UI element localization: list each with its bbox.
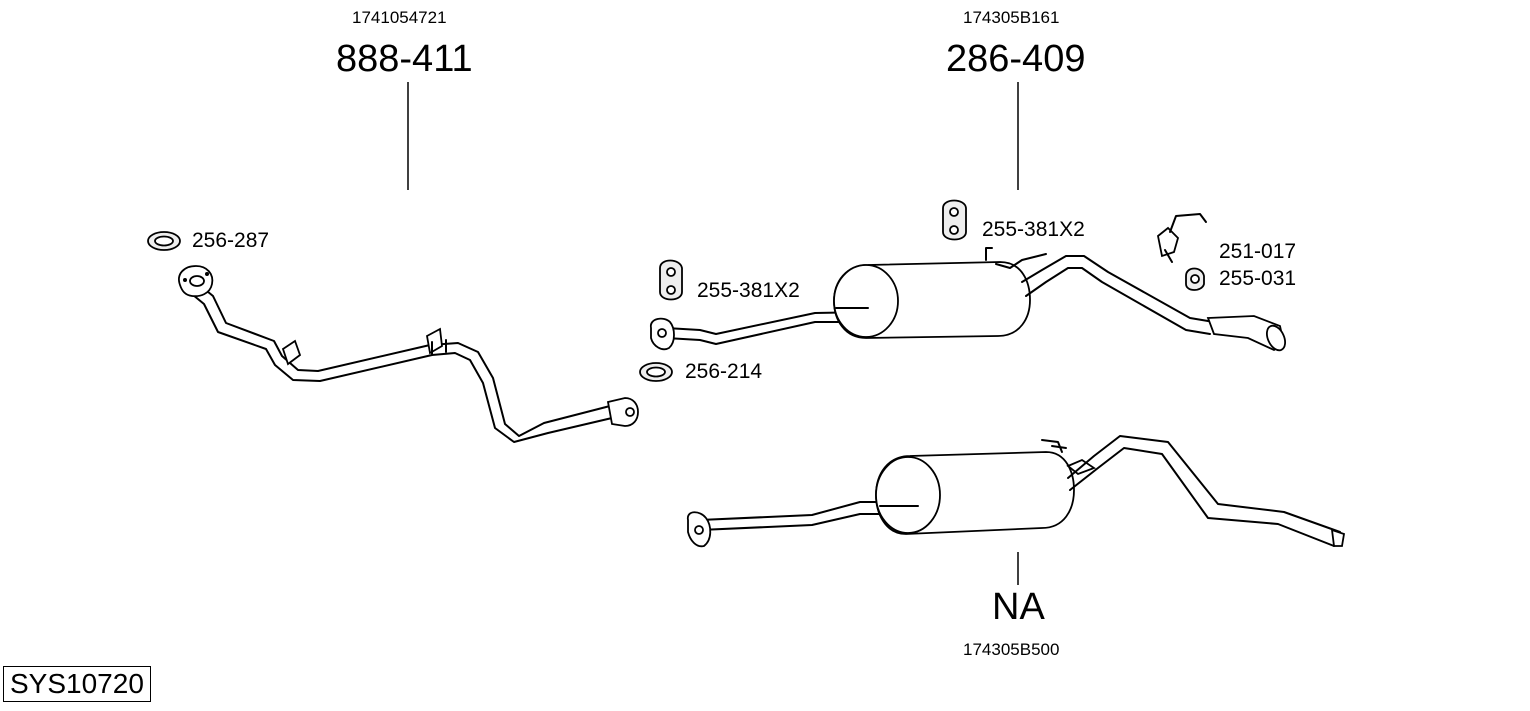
rear-silencer-oem-number: 174305B161 <box>963 8 1060 27</box>
front-pipe-bracket-1 <box>281 339 302 366</box>
rubber-hanger-right <box>942 199 967 241</box>
front-pipe-bracket-2 <box>426 327 443 355</box>
gasket-256-214 <box>639 362 673 382</box>
label-clamp-251-017: 251-017 <box>1219 240 1297 263</box>
alt-silencer-tailpipe-tip <box>1330 528 1346 547</box>
front-pipe-part-number: 888-411 <box>336 38 473 80</box>
gasket-256-287 <box>147 231 181 251</box>
front-pipe-oem-number: 1741054721 <box>352 8 447 27</box>
mount-255-031 <box>1185 267 1205 291</box>
rubber-hanger-left <box>659 259 683 301</box>
system-code-box: SYS10720 <box>3 666 151 702</box>
label-mount-255-031: 255-031 <box>1219 267 1297 290</box>
label-gasket-256-287: 256-287 <box>192 229 270 252</box>
label-hanger-right: 255-381X2 <box>982 218 1085 241</box>
alt-silencer-part-number: NA <box>992 586 1045 628</box>
front-pipe-outlet-flange <box>606 397 639 427</box>
label-gasket-256-214: 256-214 <box>685 360 763 383</box>
label-hanger-left: 255-381X2 <box>697 279 800 302</box>
clamp-251-017 <box>1157 213 1207 263</box>
rear-silencer-assembly <box>650 247 1286 352</box>
rear-silencer-part-number: 286-409 <box>946 38 1086 80</box>
front-pipe <box>178 265 639 443</box>
alt-silencer-oem-number: 174305B500 <box>963 640 1060 659</box>
alt-silencer-assembly <box>687 435 1346 548</box>
